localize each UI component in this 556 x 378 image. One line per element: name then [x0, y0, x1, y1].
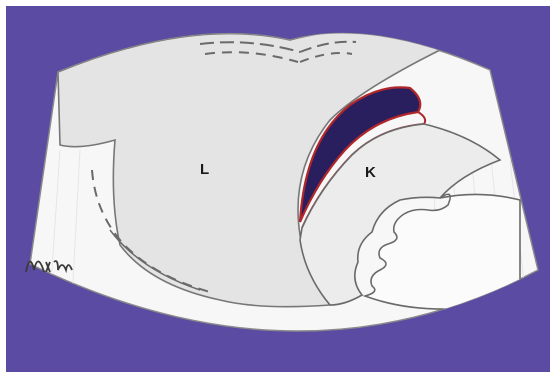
liver-label: L — [200, 162, 209, 177]
kidney-label: K — [365, 165, 376, 180]
